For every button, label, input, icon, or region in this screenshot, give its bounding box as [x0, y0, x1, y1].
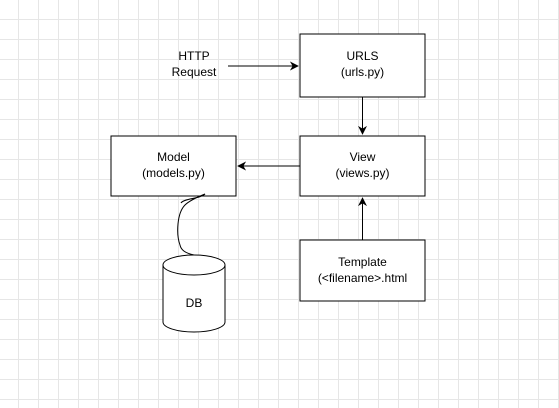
http-request-line2: Request [172, 65, 217, 79]
model-box-title: Model [157, 150, 190, 164]
urls-box[interactable]: URLS (urls.py) [299, 33, 426, 98]
view-box-title: View [350, 150, 376, 164]
template-box-subtitle: (<filename>.html [318, 271, 407, 285]
urls-box-subtitle: (urls.py) [341, 65, 384, 79]
model-box-subtitle: (models.py) [142, 166, 205, 180]
db-label: DB [186, 296, 203, 310]
template-box-title: Template [338, 255, 387, 269]
view-box-subtitle: (views.py) [335, 166, 389, 180]
urls-box-title: URLS [346, 49, 378, 63]
link-model-to-db [177, 193, 206, 256]
view-box[interactable]: View (views.py) [299, 135, 426, 197]
template-box[interactable]: Template (<filename>.html [299, 239, 426, 302]
http-request-line1: HTTP [178, 49, 209, 63]
http-request-label: HTTP Request [172, 49, 217, 79]
db-cylinder[interactable]: DB [162, 254, 226, 333]
model-box[interactable]: Model (models.py) [110, 135, 237, 197]
